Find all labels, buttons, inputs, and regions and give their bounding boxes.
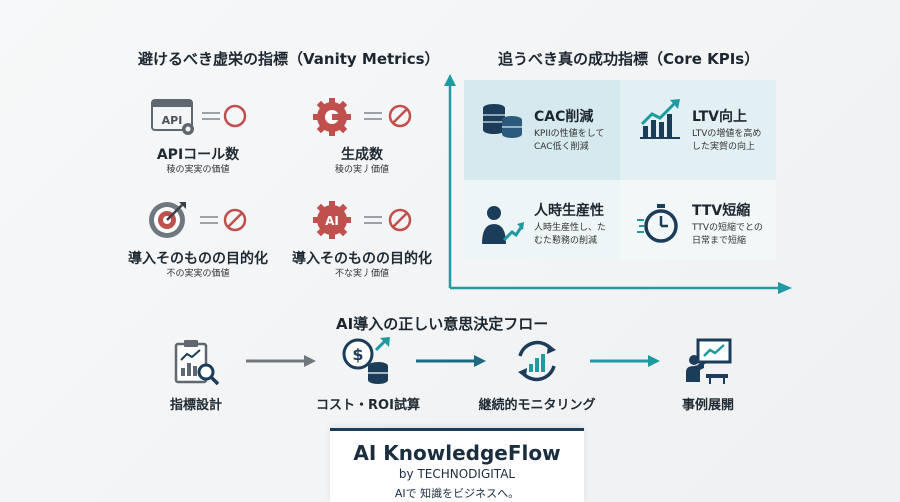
kpi-cell-cac: CAC削減 KPIIの性値をして CAC低く削減 <box>464 80 620 180</box>
flow-step-3: 継続的モニタリング <box>478 398 596 413</box>
vanity-item-generation <box>312 96 416 144</box>
vanity-item-ai: AI <box>312 198 416 246</box>
ai-gear-icon: AI <box>313 201 412 239</box>
brand-name: AI KnowledgeFlow <box>353 441 561 465</box>
presenter-icon <box>686 338 732 384</box>
flow-arrow-3 <box>590 355 660 367</box>
brand-by: by TECHNODIGITAL <box>398 467 516 481</box>
vanity-sub-1: 稜の実実の価値 <box>166 165 230 175</box>
flow-step-2: コスト・ROI試算 <box>316 398 420 413</box>
vanity-sub-2: 稜の実丿価値 <box>334 165 389 175</box>
vanity-item-target <box>146 198 250 246</box>
kpi-desc-cac-1: KPIIの性値をして <box>534 129 605 139</box>
vanity-label-4: 導入そのものの目的化 <box>292 251 432 267</box>
vanity-item-api: API <box>150 96 250 144</box>
flow-step-4: 事例展開 <box>681 398 734 413</box>
kpi-axes <box>444 74 792 294</box>
clipboard-chart-icon <box>174 340 220 386</box>
growth-chart-icon <box>640 99 680 139</box>
person-growth-icon <box>482 206 524 244</box>
kpi-quadrant-panel: CAC削減 KPIIの性値をして CAC低く削減 LTV向上 LTVの増値を高め… <box>464 80 776 260</box>
kpi-desc-ttv-1: TTVの短縮でとの <box>692 223 763 233</box>
api-icon-text: API <box>162 114 183 127</box>
vanity-section-title: 避けるべき虚栄の指標（Vanity Metrics） <box>138 50 440 68</box>
vanity-label-1: APIコール数 <box>156 147 240 163</box>
ai-icon-text: AI <box>325 214 339 228</box>
vanity-label-2: 生成数 <box>341 147 383 163</box>
vanity-sub-4: 不な実丿価値 <box>334 269 389 279</box>
cycle-chart-icon <box>518 340 556 382</box>
target-icon <box>149 202 247 238</box>
dollar-coins-icon: $ <box>342 337 390 384</box>
gear-icon <box>313 98 412 136</box>
flow-title: AI導入の正しい意思決定フロー <box>336 315 549 333</box>
kpi-desc-ttv-2: 日常まで短縮 <box>692 236 747 246</box>
kpi-title-cac: CAC削減 <box>534 109 594 125</box>
kpi-cell-productivity: 人時生産性 人時生産性し、た むた懃務の削減 <box>464 180 620 260</box>
vanity-sub-3: 不の実実の価値 <box>166 269 230 279</box>
stopwatch-icon <box>637 204 678 243</box>
kpi-desc-cac-2: CAC低く削減 <box>534 142 589 152</box>
kpi-cell-ltv: LTV向上 LTVの増値を高め した実賀の向上 <box>620 80 776 180</box>
kpi-desc-ltv-2: した実賀の向上 <box>692 142 756 152</box>
kpi-desc-productivity-1: 人時生産性し、た <box>534 223 607 233</box>
flow-step-1: 指標設計 <box>169 398 222 413</box>
vanity-label-3: 導入そのものの目的化 <box>128 251 268 267</box>
kpi-title-ttv: TTV短縮 <box>692 203 751 219</box>
kpi-title-ltv: LTV向上 <box>692 109 747 125</box>
kpi-title-productivity: 人時生産性 <box>534 203 604 219</box>
brand-tagline: AIで 知識をビジネスへ。 <box>394 487 520 500</box>
flow-arrow-1 <box>246 355 316 367</box>
kpi-cell-ttv: TTV短縮 TTVの短縮でとの 日常まで短縮 <box>620 180 776 260</box>
core-section-title: 追うべき真の成功指標（Core KPIs） <box>498 50 760 68</box>
coins-icon <box>483 104 522 138</box>
brand-box: AI KnowledgeFlow by TECHNODIGITAL AIで 知識… <box>330 428 584 502</box>
kpi-desc-productivity-2: むた懃務の削減 <box>534 236 598 246</box>
api-window-icon: API <box>151 99 247 135</box>
flow-arrow-2 <box>416 355 486 367</box>
kpi-desc-ltv-1: LTVの増値を高め <box>692 129 762 139</box>
svg-text:$: $ <box>352 345 363 364</box>
